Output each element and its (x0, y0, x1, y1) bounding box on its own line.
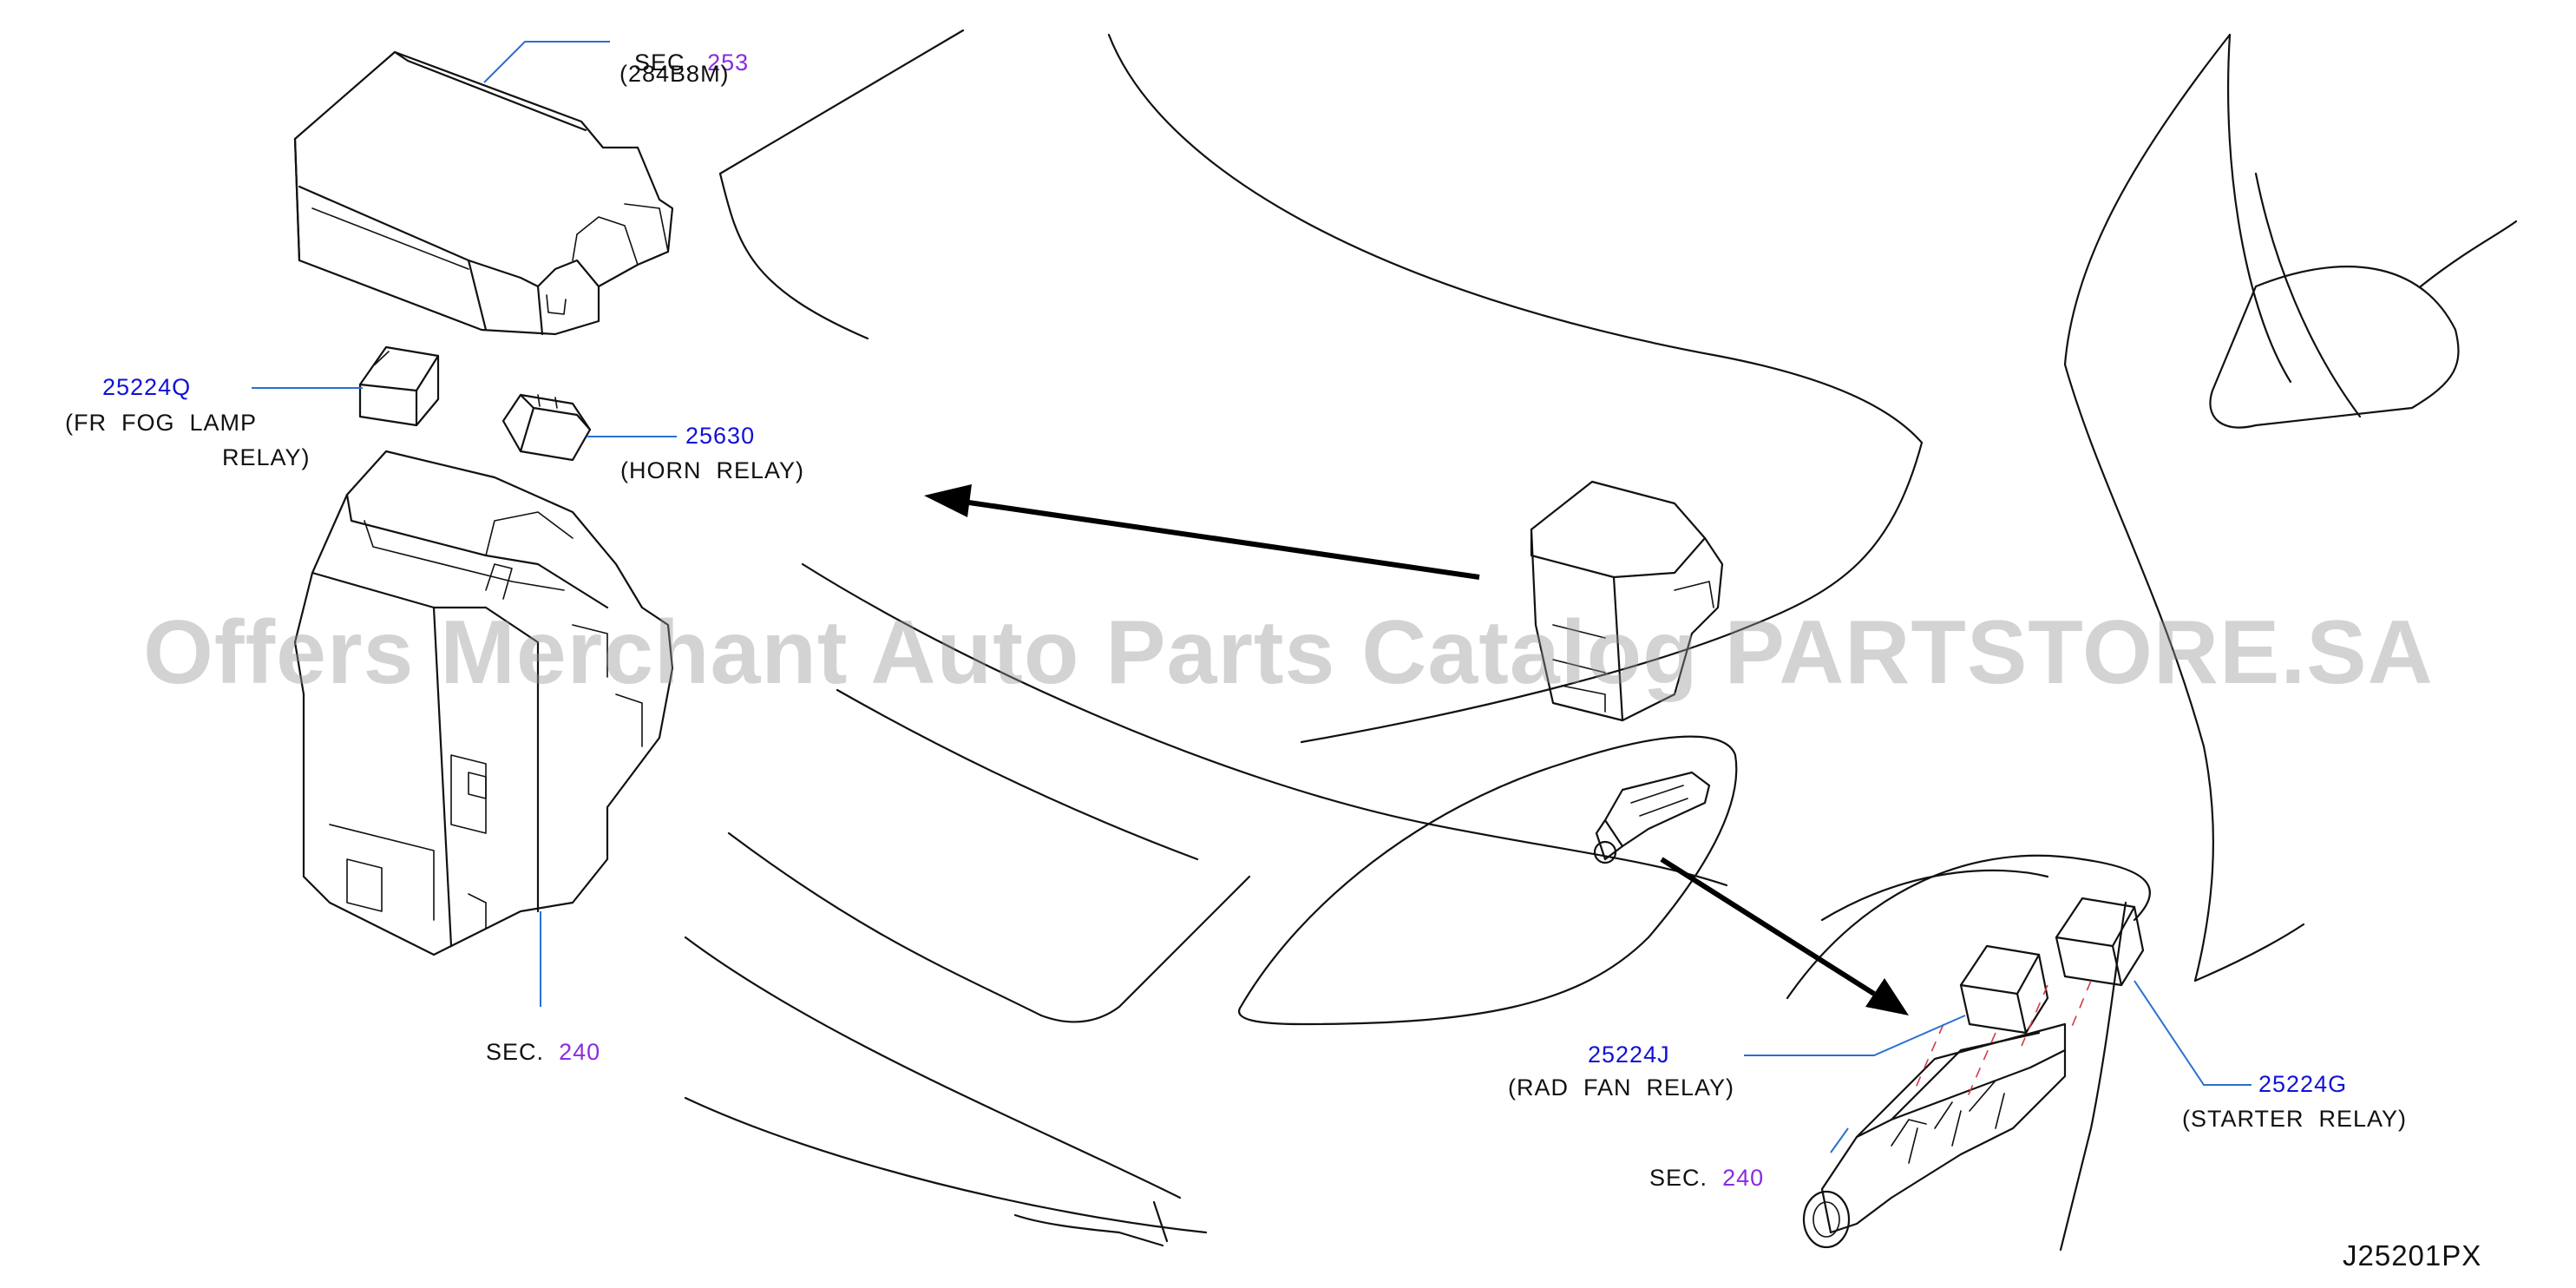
label-fog-relay-line1: (FR FOG LAMP (65, 410, 258, 436)
arrow-to-relay-bracket (1660, 857, 1876, 996)
fuse-block-in-vehicle (1530, 480, 1724, 722)
arrow-to-fuse-block (962, 499, 1480, 580)
assembly-guide-line (2068, 980, 2092, 1034)
leader-rad-fan-relay (1744, 1015, 1966, 1056)
leader-starter-relay (2134, 980, 2252, 1086)
diagram-code: J25201PX (2343, 1239, 2482, 1272)
relay-bracket-small (1593, 771, 1711, 864)
label-sec-253: SEC. 253 (619, 28, 749, 75)
label-sec-253-sub: (284B8M) (619, 61, 730, 87)
assembly-guide-line (1964, 1032, 1996, 1103)
sec-prefix: SEC. (486, 1039, 545, 1065)
label-fog-relay-line2: RELAY) (222, 444, 311, 470)
arrowhead (1865, 978, 1909, 1015)
relay-bracket-large (1802, 1022, 2067, 1249)
fuse-block-body (293, 450, 674, 956)
label-horn-relay: (HORN RELAY) (620, 457, 805, 483)
sec-prefix: SEC. (1649, 1165, 1708, 1191)
label-sec-240-left: SEC. 240 (471, 1017, 600, 1064)
sec-number[interactable]: 240 (559, 1039, 601, 1065)
label-sec-240-right: SEC. 240 (1635, 1143, 1764, 1190)
label-starter-relay: (STARTER RELAY) (2182, 1106, 2408, 1132)
rad-fan-relay (1959, 944, 2049, 1035)
assembly-guide-line (1912, 1023, 1944, 1094)
part-number-25224G[interactable]: 25224G (2258, 1071, 2348, 1097)
label-rad-fan-relay: (RAD FAN RELAY) (1508, 1074, 1735, 1101)
leader-sec-253 (483, 41, 610, 83)
sec-number[interactable]: 253 (707, 49, 750, 76)
leader-sec-240-right (1830, 1127, 1849, 1153)
fog-lamp-relay (358, 345, 440, 427)
sec-prefix: SEC. (634, 49, 693, 76)
sec-number[interactable]: 240 (1722, 1165, 1765, 1191)
part-number-25224Q[interactable]: 25224Q (102, 374, 192, 400)
part-number-25224J[interactable]: 25224J (1588, 1042, 1670, 1068)
starter-relay (2055, 897, 2145, 987)
part-number-25630[interactable]: 25630 (685, 423, 756, 449)
arrowhead (924, 484, 972, 517)
fuse-box-cover (293, 50, 674, 336)
horn-relay (501, 393, 592, 462)
watermark: Offers Merchant Auto Parts Catalog PARTS… (143, 602, 2434, 703)
car-body-outline (684, 29, 2518, 1252)
